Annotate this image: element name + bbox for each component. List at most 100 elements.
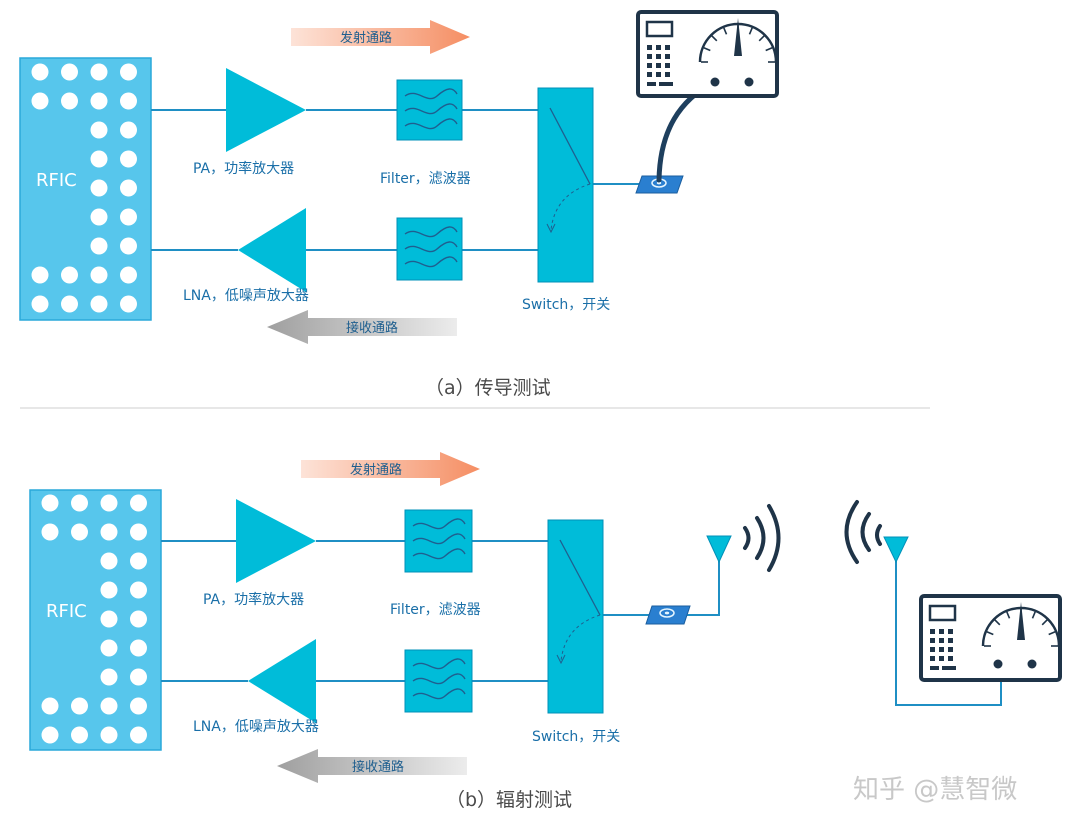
rfic-pin xyxy=(90,266,108,284)
rfic-pin xyxy=(130,697,147,715)
rfic-pin xyxy=(130,726,147,744)
rf-connector-icon xyxy=(635,175,684,194)
rfic-pin xyxy=(120,63,137,81)
wires xyxy=(161,540,1002,706)
switch-block xyxy=(537,87,594,283)
rfic-pin xyxy=(61,92,78,110)
pa-label: PA，功率放大器 xyxy=(193,160,294,177)
rfic-pin xyxy=(61,295,78,313)
rfic-pin xyxy=(71,523,88,541)
lna-amplifier xyxy=(238,208,306,292)
wires xyxy=(151,109,640,251)
rfic-pin xyxy=(120,121,137,139)
tx-path-label: 发射通路 xyxy=(350,462,402,478)
rx-path-arrow xyxy=(277,749,467,783)
watermark: 知乎 @慧智微 xyxy=(853,775,1017,805)
rx-filter xyxy=(404,649,473,713)
rfic-pin xyxy=(90,295,108,313)
rfic-pin xyxy=(100,552,118,570)
rfic-pin xyxy=(130,523,147,541)
rfic-pin xyxy=(120,208,137,226)
rfic-pin xyxy=(41,726,59,744)
test-instrument-icon xyxy=(636,10,779,98)
rfic-pin xyxy=(41,523,59,541)
rfic-pin xyxy=(31,266,49,284)
caption-a: （a）传导测试 xyxy=(425,377,551,399)
rfic-pin xyxy=(41,697,59,715)
test-instrument-icon xyxy=(919,594,1062,682)
rfic-pin xyxy=(130,581,147,599)
rfic-pin xyxy=(130,494,147,512)
rfic-pin xyxy=(31,63,49,81)
rfic-pin xyxy=(100,697,118,715)
rfic-pin xyxy=(130,610,147,628)
rfic-pin xyxy=(90,63,108,81)
signal-waves-icon xyxy=(743,504,781,572)
rfic-pin xyxy=(120,179,137,197)
rfic-pin xyxy=(100,726,118,744)
rfic-pin xyxy=(130,552,147,570)
switch-label: Switch，开关 xyxy=(522,297,610,313)
tx-path-arrow xyxy=(301,452,480,486)
switch-block xyxy=(547,519,604,714)
rfic-pin xyxy=(90,237,108,255)
rfic-pin xyxy=(120,266,137,284)
filter-label: Filter，滤波器 xyxy=(380,171,471,187)
rfic-pin xyxy=(100,668,118,686)
rfic-pin xyxy=(90,92,108,110)
rfic-pins xyxy=(31,63,137,313)
lna-amplifier xyxy=(248,639,316,723)
rfic-pin xyxy=(90,150,108,168)
rfic-pin xyxy=(41,494,59,512)
rx-path-label: 接收通路 xyxy=(346,320,398,336)
rfic-pin xyxy=(90,208,108,226)
rfic-pin xyxy=(120,295,137,313)
rfic-pin xyxy=(120,237,137,255)
conducted-test-diagram: 发射通路 RFIC PA，功率放大器 Filter，滤波器 LNA，低噪声放大器 xyxy=(19,10,779,399)
rfic-pin xyxy=(61,266,78,284)
switch-label: Switch，开关 xyxy=(532,729,620,745)
rfic-pin xyxy=(130,668,147,686)
rfic-pin xyxy=(100,610,118,628)
rfic-label: RFIC xyxy=(46,601,87,622)
rfic-pin xyxy=(100,581,118,599)
lna-label: LNA，低噪声放大器 xyxy=(193,719,319,735)
antenna-icon xyxy=(883,536,909,564)
filter-label: Filter，滤波器 xyxy=(390,602,481,618)
filter-waves-icon xyxy=(404,226,458,268)
pa-label: PA，功率放大器 xyxy=(203,591,304,608)
tx-filter xyxy=(404,509,473,573)
rfic-pin xyxy=(71,697,88,715)
pa-amplifier xyxy=(236,499,316,583)
rx-path-arrow xyxy=(267,310,457,344)
tx-path-label: 发射通路 xyxy=(340,30,392,46)
signal-waves-icon xyxy=(844,500,882,564)
rfic-pin xyxy=(130,639,147,657)
rfic-pin xyxy=(90,179,108,197)
tx-path-arrow xyxy=(291,20,470,54)
rfic-pin xyxy=(100,494,118,512)
lna-label: LNA，低噪声放大器 xyxy=(183,288,309,304)
rfic-pin xyxy=(31,295,49,313)
rfic-pin xyxy=(120,92,137,110)
tx-filter xyxy=(396,79,463,141)
filter-waves-icon xyxy=(412,518,466,560)
pa-amplifier xyxy=(226,68,306,152)
rfic-pin xyxy=(90,121,108,139)
rfic-pin xyxy=(100,523,118,541)
filter-waves-icon xyxy=(404,88,458,130)
rfic-pin xyxy=(100,639,118,657)
radiated-test-diagram: 发射通路 RFIC PA，功率放大器 Filter，滤波器 LNA，低噪声放大器 xyxy=(29,452,1062,811)
filter-waves-icon xyxy=(412,658,466,700)
antenna-icon xyxy=(706,535,732,564)
rfic-pins xyxy=(41,494,147,744)
rfic-pin xyxy=(71,726,88,744)
rx-filter xyxy=(396,217,463,281)
rfic-label: RFIC xyxy=(36,170,77,191)
rfic-pin xyxy=(71,494,88,512)
caption-b: （b）辐射测试 xyxy=(446,789,572,811)
rfic-pin xyxy=(61,63,78,81)
rfic-pin xyxy=(120,150,137,168)
rf-connector-icon xyxy=(645,605,691,625)
